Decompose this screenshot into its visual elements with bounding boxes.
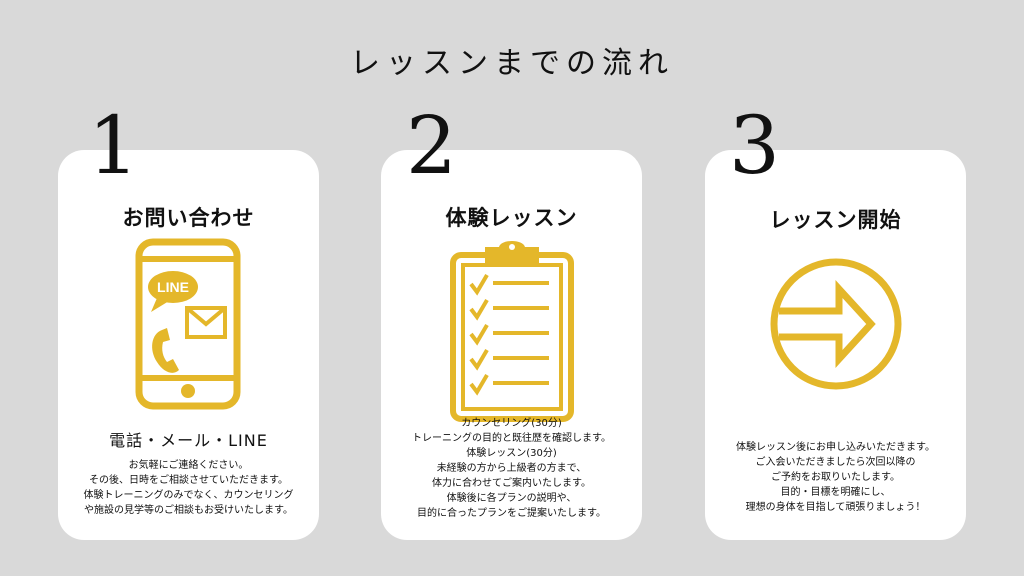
page-title: レッスンまでの流れ [350,46,674,81]
description-line: トレーニングの目的と既往歴を確認します。 [412,433,611,444]
step-number: 3 [729,99,780,192]
step-title: お問い合わせ [122,206,255,230]
description-line: や施設の見学等のご相談もお受けいたします。 [84,505,293,516]
smartphone-contact-icon: LINE [135,238,241,410]
arrow-circle-icon [767,255,905,393]
line-badge-text: LINE [157,279,189,295]
description-line: ご入会いただきましたら次回以降の [755,457,916,468]
step-card-inquiry: お問い合わせ LINE 電話・メール・LINE お気軽にご連絡ください。 その後… [58,150,319,540]
step-card-lesson-start: レッスン開始 体験レッスン後にお申し込みいただきます。 ご入会いただきましたら次… [705,150,966,540]
step-description: カウンセリング(30分) トレーニングの目的と既往歴を確認します。 体験レッスン… [381,416,642,521]
step-description: お気軽にご連絡ください。 その後、日時をご相談させていただきます。 体験トレーニ… [58,458,319,518]
step-number: 1 [88,99,139,192]
step-number: 2 [406,99,457,192]
description-line: 体力に合わせてご案内いたします。 [432,478,591,489]
description-line: 未経験の方から上級者の方まで、 [436,463,587,474]
description-line: 体験レッスン後にお申し込みいただきます。 [736,442,935,453]
description-line: 理想の身体を目指して頑張りましょう！ [745,502,926,513]
description-line: 目的・目標を明確にし、 [780,487,891,498]
step-title: 体験レッスン [445,206,578,230]
description-line: 体験後に各プランの説明や、 [446,493,577,504]
description-line: 目的に合ったプランをご提案いたします。 [417,508,606,519]
description-line: その後、日時をご相談させていただきます。 [89,475,288,486]
description-line: ご予約をお取りいたします。 [771,472,900,483]
description-line: お気軽にご連絡ください。 [128,460,249,471]
clipboard-checklist-icon [449,237,575,423]
step-title: レッスン開始 [769,208,902,232]
step-card-trial-lesson: 体験レッスン カウンセリング(30分) トレーニングの目的と既往歴を確認します。… [381,150,642,540]
description-line: 体験レッスン(30分) [466,448,557,459]
step-description: 体験レッスン後にお申し込みいただきます。 ご入会いただきましたら次回以降の ご予… [705,440,966,515]
description-line: カウンセリング(30分) [461,418,562,429]
contact-methods: 電話・メール・LINE [109,431,268,450]
description-line: 体験トレーニングのみでなく、カウンセリング [83,490,294,501]
